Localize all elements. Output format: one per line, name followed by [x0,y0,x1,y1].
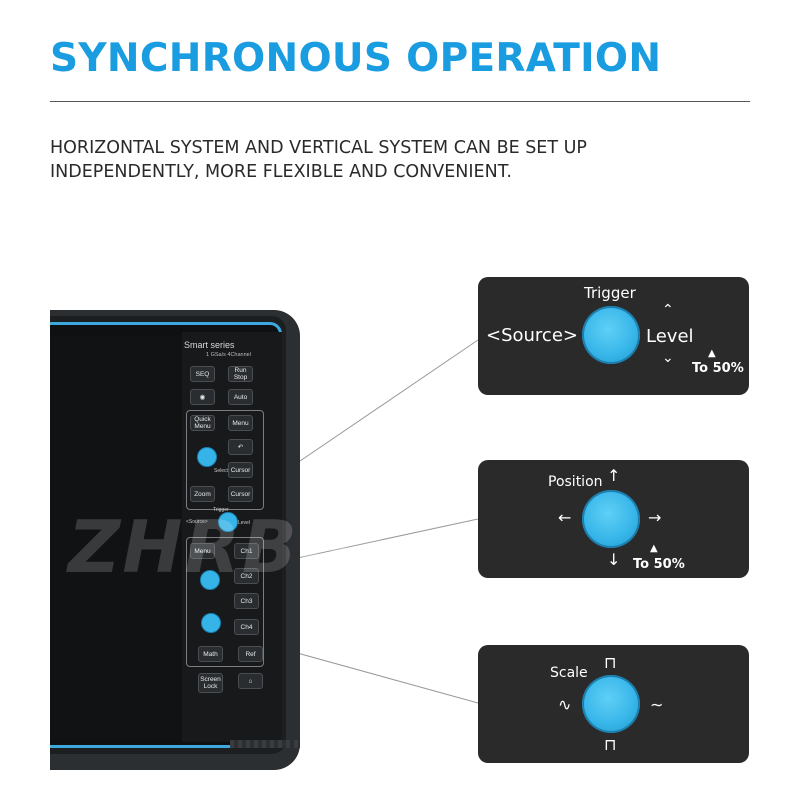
level-label: Level [646,326,694,347]
device-spec: 1 GSa/s 4Channel [206,352,251,358]
push-icon: ▲ [708,348,716,359]
home-key[interactable]: ⌂ [238,673,263,689]
trigger-callout: Trigger <Source> ⌃ Level ⌄ ▲ To 50% [478,277,749,395]
ch1-key[interactable]: Ch1 [234,543,259,559]
chevron-up-icon: ⌃ [662,302,674,318]
pulse-narrow-icon: ⊓ [604,735,617,754]
camera-key[interactable]: ◉ [190,389,215,405]
chevron-down-icon: ⌄ [662,350,674,366]
arrow-left-icon: ← [558,508,572,527]
device-foot [230,740,300,748]
menu-key[interactable]: Menu [228,415,253,431]
arrow-right-icon: → [648,508,662,527]
arrow-up-icon: ↑ [607,466,621,485]
source-label-small: <Source> [186,519,208,525]
select-knob[interactable] [197,447,217,467]
run-stop-key[interactable]: Run Stop [228,366,253,382]
home-icon: ⌂ [248,677,253,685]
trigger-title: Trigger [584,284,636,302]
watermark: ZHRBB [68,505,356,589]
ch4-key[interactable]: Ch4 [234,619,259,635]
back-key[interactable]: ↶ [228,439,253,455]
cursor-key[interactable]: Cursor [228,462,253,478]
navigation-group [186,410,264,510]
source-label: <Source> [486,325,578,346]
trigger-knob[interactable] [582,306,640,364]
cursor-key-2[interactable]: Cursor [228,486,253,502]
position-title: Position [548,474,603,490]
ch3-key[interactable]: Ch3 [234,593,259,609]
ref-key[interactable]: Ref [238,646,263,662]
quick-menu-key[interactable]: Quick Menu [190,415,215,431]
camera-icon: ◉ [199,393,206,401]
arrow-down-icon: ↓ [607,550,621,569]
channel-group [186,537,264,667]
trigger-knob-small[interactable] [218,512,238,532]
position-knob-small[interactable] [200,570,220,590]
wave-compress-icon: ∿ [558,695,572,714]
trigger-label-small: Trigger [213,507,229,513]
push-icon-2: ▲ [650,543,658,554]
zoom-key[interactable]: Zoom [190,486,215,502]
description-line-2: INDEPENDENTLY, MORE FLEXIBLE AND CONVENI… [50,162,512,182]
back-arrow-icon: ↶ [237,443,244,451]
to50-label-2: To 50% [633,557,685,572]
page-title: SYNCHRONOUS OPERATION [50,36,662,81]
scale-callout: Scale ⊓ ∿ ∼ ⊓ [478,645,749,763]
seq-key[interactable]: SEQ [190,366,215,382]
scale-knob[interactable] [582,675,640,733]
description-line-1: HORIZONTAL SYSTEM AND VERTICAL SYSTEM CA… [50,138,587,158]
wave-expand-icon: ∼ [650,695,664,714]
ch2-key[interactable]: Ch2 [234,568,259,584]
position-callout: Position ↑ ← → ↓ ▲ To 50% [478,460,749,578]
description: HORIZONTAL SYSTEM AND VERTICAL SYSTEM CA… [50,136,750,184]
scale-title: Scale [550,665,588,681]
position-knob[interactable] [582,490,640,548]
menu-key-2[interactable]: Menu [190,543,215,559]
screen-lock-key[interactable]: Screen Lock [198,673,223,693]
scale-knob-small[interactable] [201,613,221,633]
select-label: Select [214,468,228,474]
level-label-small: Level [238,520,250,526]
title-divider [50,101,750,102]
oscilloscope-screen [50,335,182,740]
auto-key[interactable]: Auto [228,389,253,405]
math-key[interactable]: Math [198,646,223,662]
pulse-wide-icon: ⊓ [604,653,617,672]
device-brand: Smart series [184,340,235,350]
to50-label: To 50% [692,361,744,376]
